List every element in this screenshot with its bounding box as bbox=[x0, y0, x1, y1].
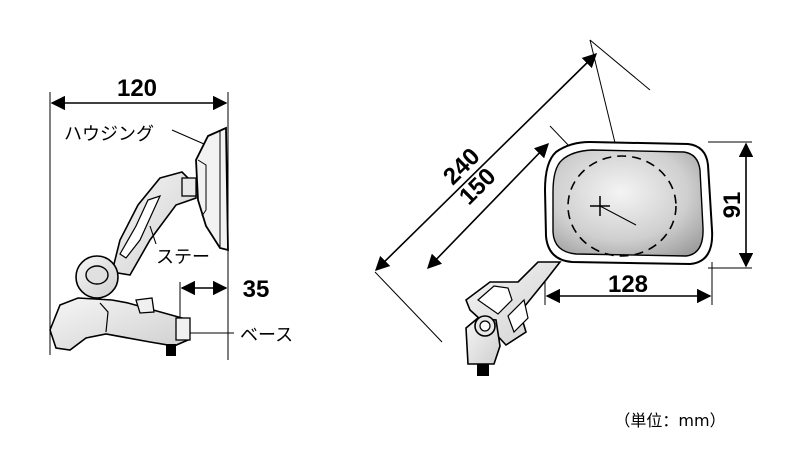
extension-line-240-low bbox=[374, 271, 443, 343]
side-base-body bbox=[49, 297, 189, 351]
side-view: 120 35 ハウジング ステー ベース bbox=[49, 75, 293, 360]
side-stay-joint bbox=[181, 177, 197, 197]
front-view: 240 150 91 128 bbox=[374, 39, 754, 376]
front-pivot-center bbox=[479, 320, 491, 332]
housing-label: ハウジング bbox=[64, 124, 154, 145]
dimension-120-label: 120 bbox=[117, 75, 157, 102]
dimension-91-label: 91 bbox=[719, 192, 746, 219]
center-axis-line bbox=[599, 205, 637, 226]
dimension-line-150 bbox=[426, 142, 550, 270]
front-stay-slot bbox=[507, 298, 529, 334]
front-adjust-range-circle bbox=[567, 155, 677, 257]
front-bolt bbox=[477, 364, 489, 376]
side-pivot-cap bbox=[85, 265, 109, 285]
side-base-block bbox=[175, 317, 191, 341]
front-stay-window bbox=[477, 285, 513, 315]
dimension-35-label: 35 bbox=[243, 276, 270, 303]
side-housing-detail bbox=[197, 159, 207, 217]
front-mirror-glass bbox=[552, 149, 704, 257]
side-stay-slot bbox=[119, 194, 162, 259]
base-label: ベース bbox=[240, 325, 293, 346]
housing-leader-line bbox=[171, 129, 205, 145]
stay-label: ステー bbox=[156, 247, 210, 268]
side-bolt bbox=[166, 344, 176, 356]
unit-note: （単位：mm） bbox=[614, 411, 725, 430]
side-base-tab bbox=[135, 297, 155, 314]
extension-line-240-high bbox=[589, 39, 651, 91]
side-housing bbox=[195, 126, 229, 252]
side-base-clamp-line bbox=[99, 302, 109, 333]
dimension-128-label: 128 bbox=[608, 271, 648, 298]
stay-leader-line bbox=[149, 225, 157, 245]
